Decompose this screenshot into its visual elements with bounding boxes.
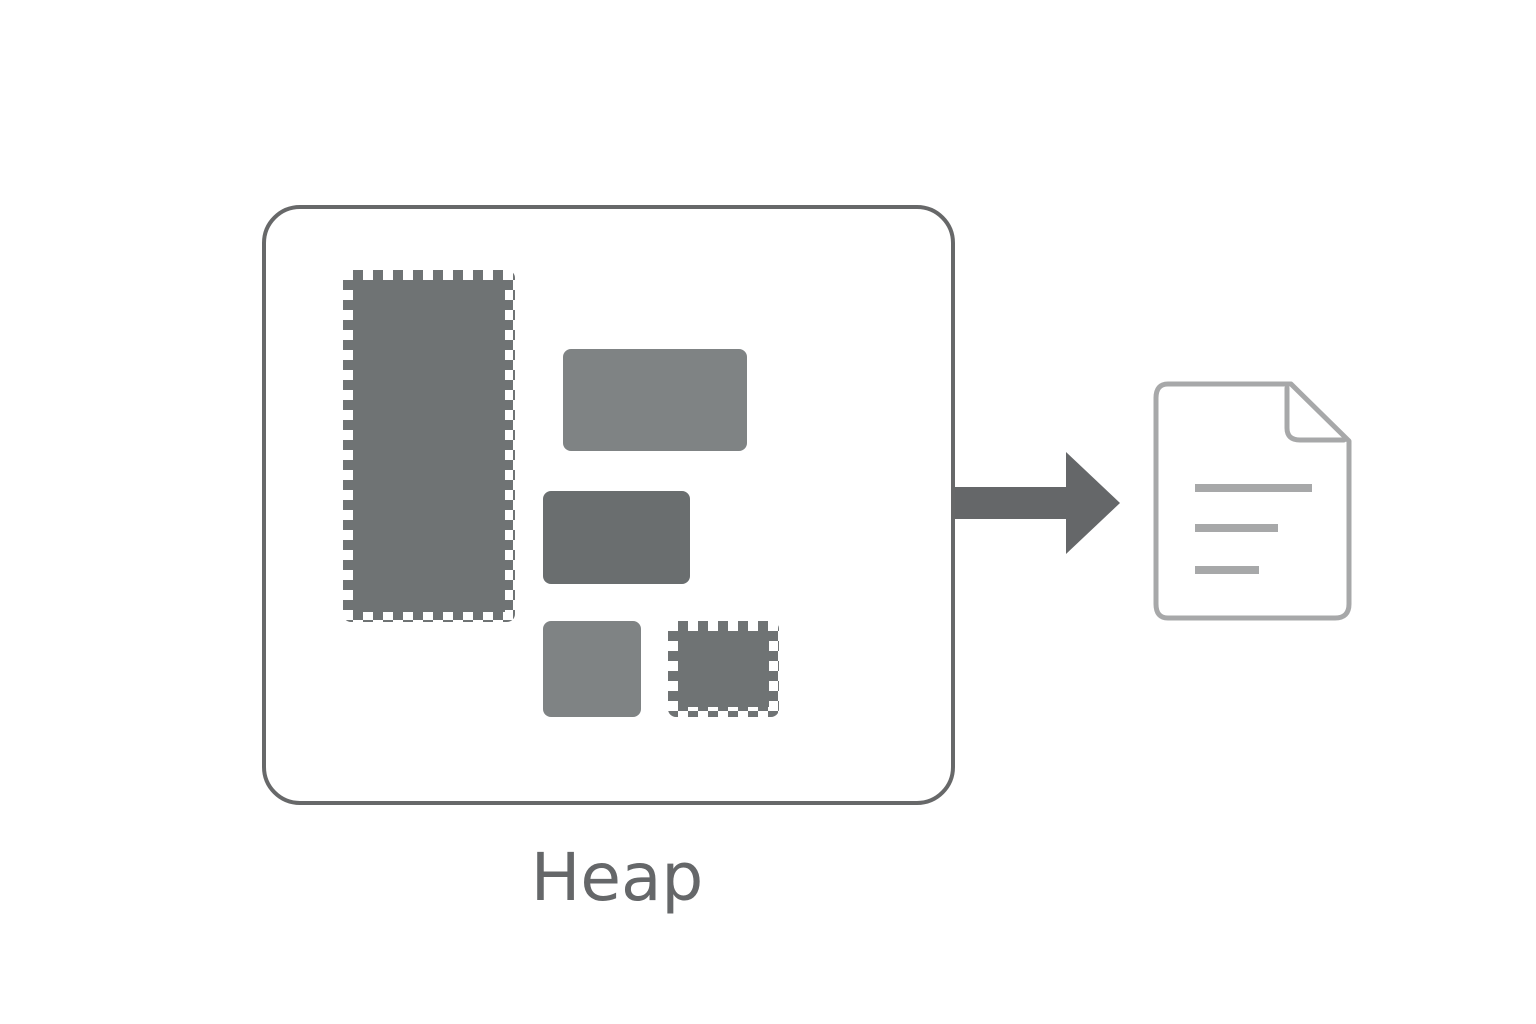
heap-block-small-marked (668, 621, 779, 717)
heap-block-large-marked (343, 270, 515, 622)
heap-label: Heap (530, 839, 704, 916)
heap-block-medium (543, 491, 690, 584)
document-icon (1153, 381, 1352, 621)
heap-block-wide (563, 349, 747, 451)
right-arrow-icon (955, 452, 1120, 554)
heap-container (262, 205, 955, 805)
heap-block-small (543, 621, 641, 717)
